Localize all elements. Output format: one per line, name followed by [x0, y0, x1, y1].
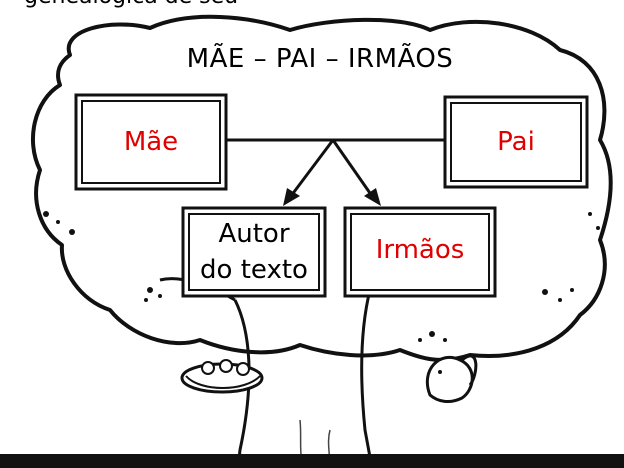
- label-autor-line2: do texto: [200, 255, 308, 285]
- tree-crown-outline: [31, 14, 613, 362]
- top-cut-text: genealógica de seu: [24, 0, 238, 9]
- arrow-head-autor: [283, 188, 300, 206]
- diagram-title: MÃE – PAI – IRMÃOS: [186, 44, 454, 74]
- box-irmaos: [343, 206, 497, 298]
- box-mae: [74, 93, 228, 191]
- box-autor: [181, 206, 327, 298]
- arrow-head-irmaos: [364, 188, 381, 206]
- arrow-to-irmaos: [331, 139, 374, 197]
- canopy-dots: [43, 211, 600, 342]
- arrow-to-autor: [289, 139, 335, 197]
- ground-bar: [0, 454, 624, 468]
- label-autor-line1: Autor: [218, 219, 290, 249]
- bird-nest: [180, 359, 264, 394]
- label-pai: Pai: [497, 127, 535, 157]
- label-irmaos: Irmãos: [375, 235, 465, 265]
- box-pai: [443, 95, 589, 189]
- label-mae: Mãe: [123, 127, 179, 157]
- squirrel: [425, 354, 478, 404]
